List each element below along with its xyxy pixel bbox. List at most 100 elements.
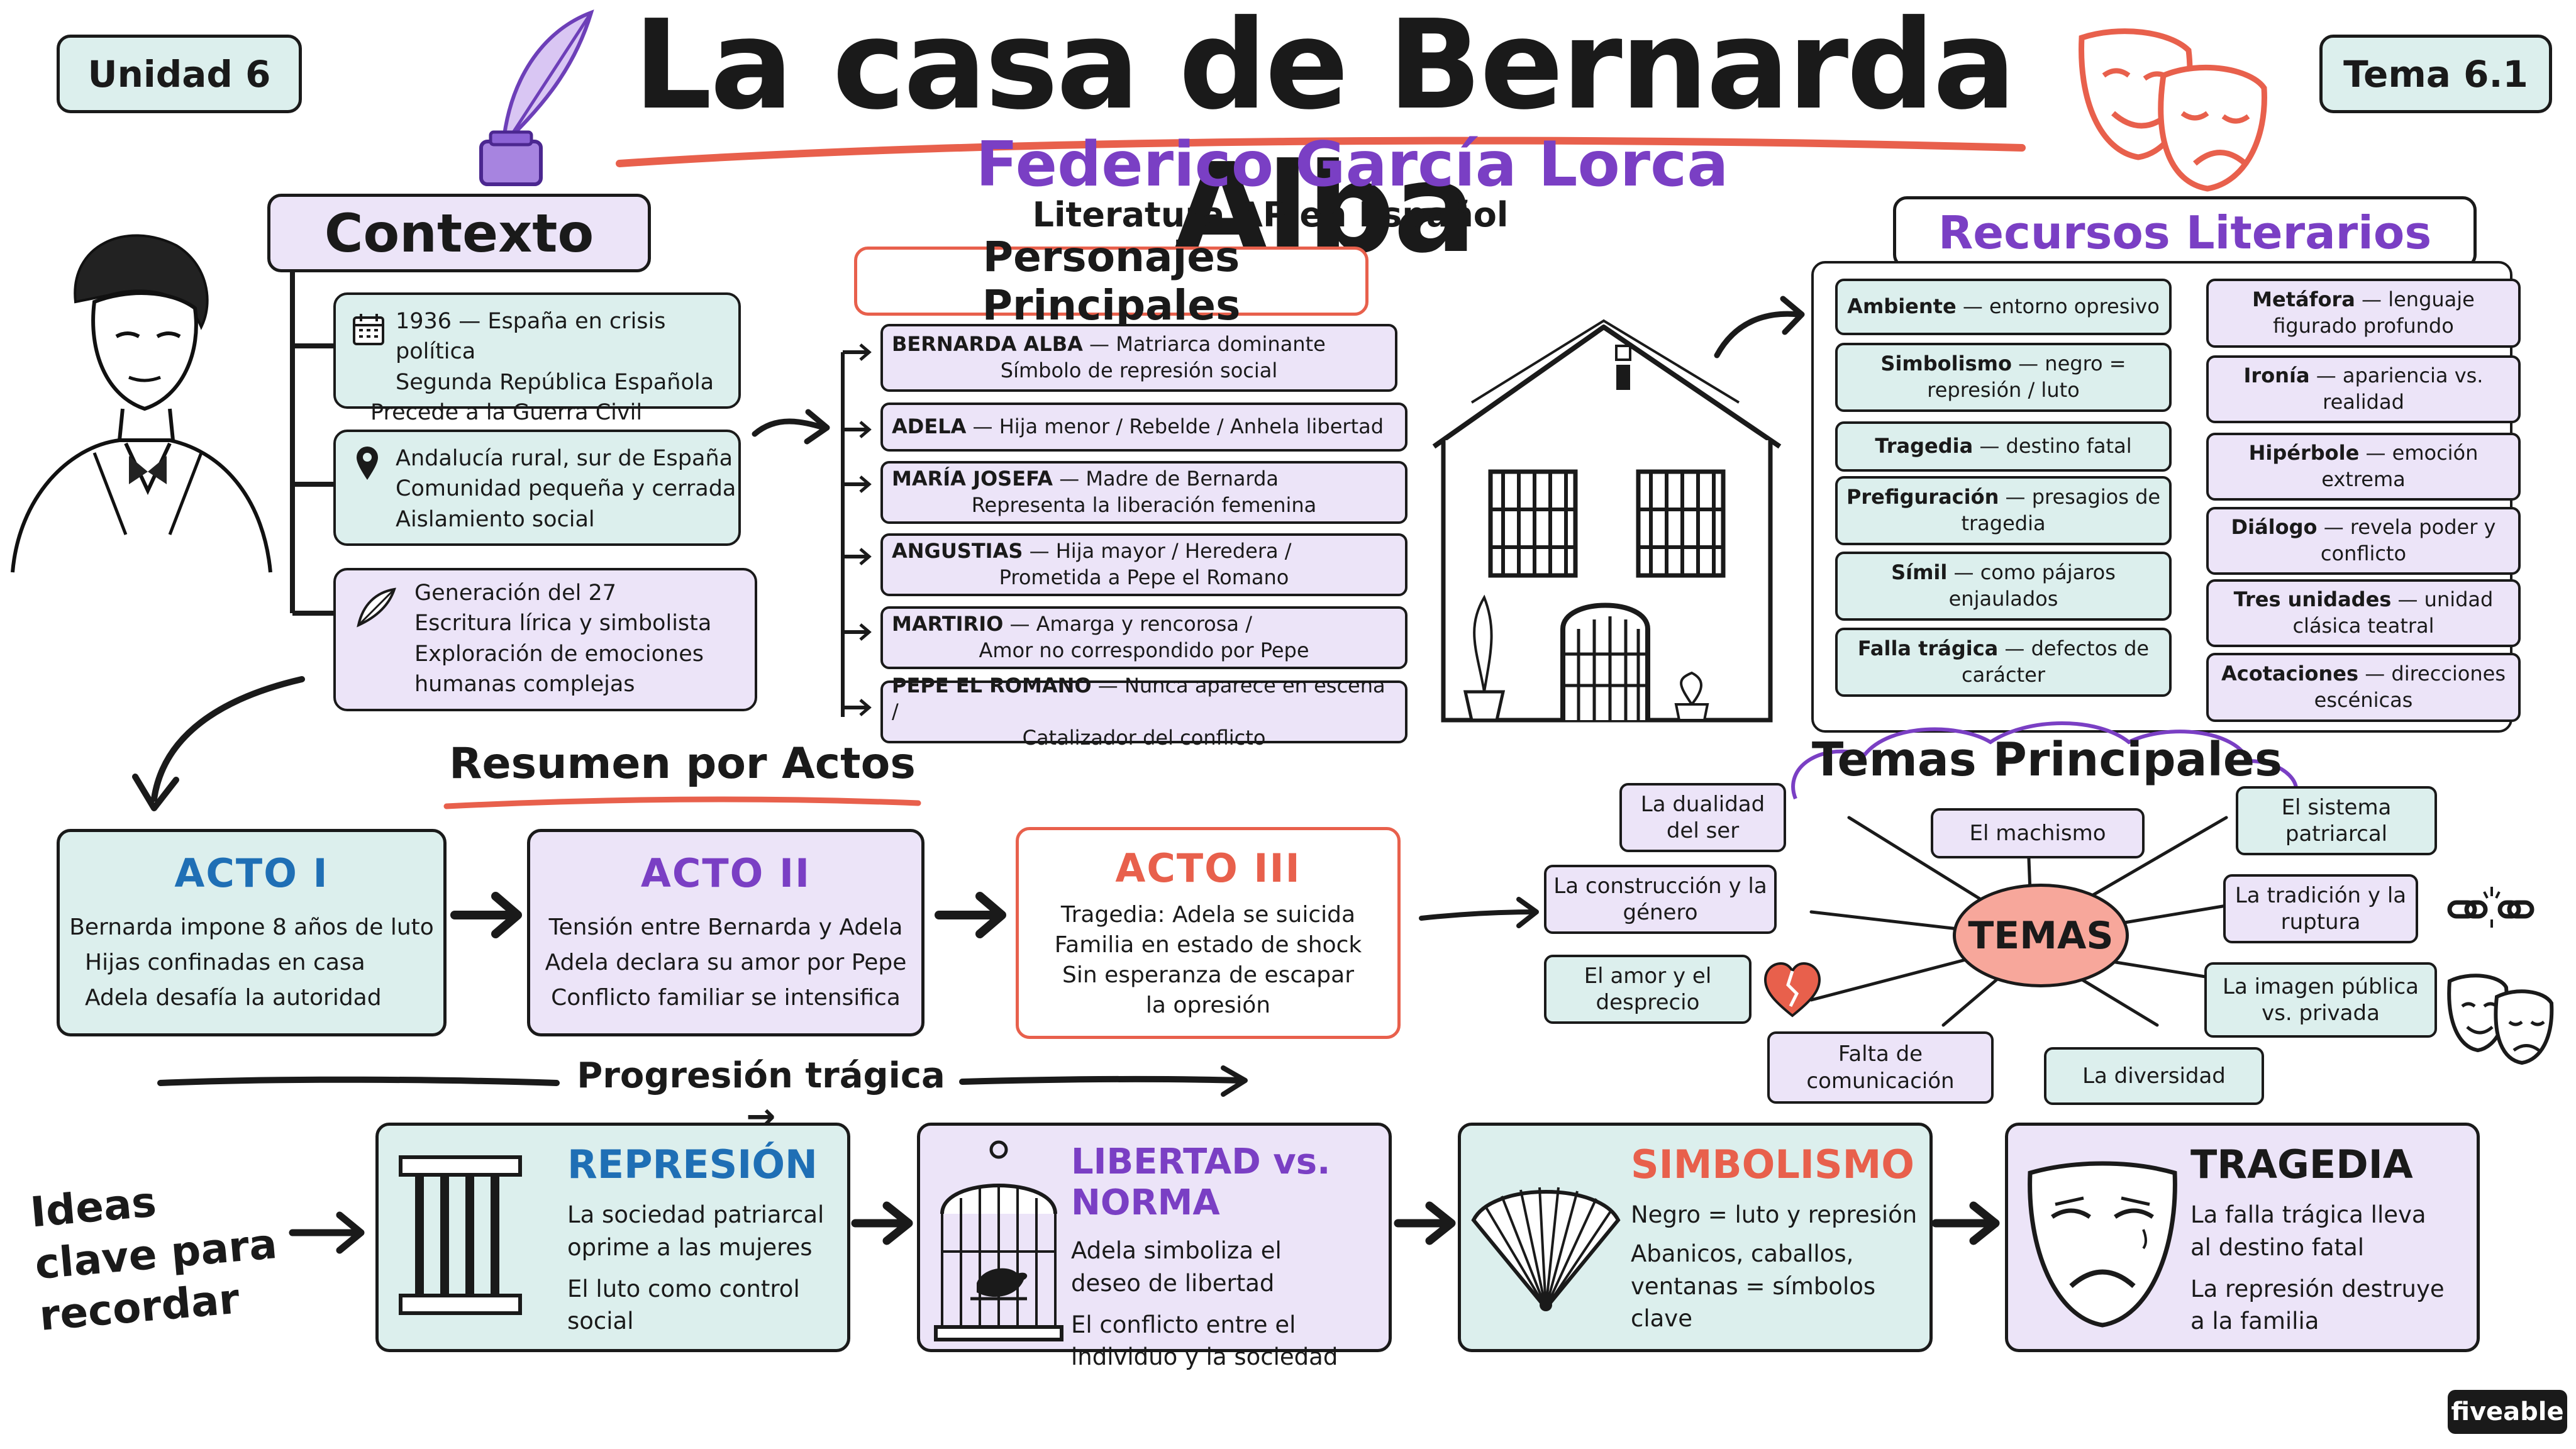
- tema-tradicion-ruptura: La tradición y la ruptura: [2223, 874, 2418, 943]
- idea-libertad-card: LIBERTAD vs. NORMA Adela simboliza el de…: [917, 1123, 1392, 1370]
- recurso-dialogo: Diálogo — revela poder y conflicto: [2206, 507, 2521, 575]
- recurso-ambiente-term: Ambiente: [1847, 294, 1957, 319]
- progression-line-right: [959, 1065, 1248, 1097]
- tema-amor-desprecio-label: El amor y el desprecio: [1584, 963, 1712, 1016]
- recursos-header: Recursos Literarios: [1893, 196, 2477, 269]
- arrow-ideas-represion: [289, 1211, 365, 1254]
- personajes-bracket: [841, 343, 872, 717]
- acto-3-line-4: la opresión: [1145, 992, 1271, 1018]
- acto-1-title: ACTO I: [174, 850, 329, 896]
- idea-simbolismo-line-2: Abanicos, caballos,: [1631, 1240, 1854, 1267]
- recurso-tres-unidades: Tres unidades — unidad clásica teatral: [2206, 579, 2521, 647]
- location-pin-icon: [357, 447, 378, 480]
- idea-libertad-line-3: El conflicto entre el: [1071, 1311, 1296, 1338]
- personaje-maria-josefa-desc: — Madre de Bernarda: [1053, 467, 1279, 491]
- personaje-adela-name: ADELA: [892, 414, 967, 439]
- recurso-ironia-term: Ironía: [2243, 364, 2310, 388]
- tema-construccion-genero: La construcción y la género: [1544, 865, 1777, 934]
- personaje-pepe-desc-2: Catalizador del conflicto: [1022, 725, 1266, 750]
- title-underline: [616, 136, 2026, 167]
- recurso-metafora: Metáfora — lenguaje figurado profundo: [2206, 279, 2521, 348]
- tema-dualidad: La dualidad del ser: [1619, 783, 1786, 852]
- acto-2-title: ACTO II: [640, 850, 811, 896]
- fan-icon: [1471, 1187, 1621, 1311]
- recurso-ambiente: Ambiente — entorno opresivo: [1835, 279, 2172, 335]
- recurso-falla-tragica-term: Falla trágica: [1857, 636, 1999, 661]
- acto-3-line-3: Sin esperanza de escapar: [1062, 962, 1354, 988]
- tema-sistema-patriarcal-label: El sistema patriarcal: [2281, 794, 2392, 847]
- contexto-item-2-line-1: Andalucía rural, sur de España: [396, 446, 733, 471]
- personaje-angustias-desc-2: Prometida a Pepe el Romano: [999, 565, 1289, 589]
- contexto-title: Contexto: [324, 202, 594, 264]
- idea-tragedia-line-1: La falla trágica lleva: [2190, 1201, 2426, 1228]
- personaje-adela-desc: — Hija menor / Rebelde / Anhela libertad: [966, 414, 1384, 439]
- brand-badge: fiveable: [2448, 1390, 2567, 1434]
- broken-chain-icon: [2447, 887, 2534, 928]
- personaje-martirio-desc-2: Amor no correspondido por Pepe: [979, 638, 1309, 662]
- recurso-tragedia: Tragedia — destino fatal: [1835, 421, 2172, 472]
- quill-ink-icon: [479, 9, 594, 186]
- idea-represion-line-3: El luto como control social: [567, 1275, 800, 1335]
- recurso-tragedia-desc: — destino fatal: [1973, 434, 2132, 458]
- recurso-ironia: Ironía — apariencia vs. realidad: [2206, 355, 2521, 423]
- acto-3-line-1: Tragedia: Adela se suicida: [1060, 902, 1356, 928]
- recurso-hiperbole: Hipérbole — emoción extrema: [2206, 433, 2521, 501]
- recursos-title: Recursos Literarios: [1938, 206, 2432, 259]
- temas-center: TEMAS: [1953, 884, 2129, 987]
- acto-3-title: ACTO III: [1115, 845, 1301, 891]
- lorca-portrait: [11, 234, 272, 573]
- masks-small-icon: [2447, 974, 2554, 1065]
- personaje-maria-josefa-desc-2: Representa la liberación femenina: [971, 493, 1317, 517]
- contexto-item-3-line-2: Escritura lírica y simbolista: [414, 611, 712, 636]
- contexto-item-2-line-3: Aislamiento social: [396, 506, 595, 532]
- personaje-bernarda-desc: — Matriarca dominante: [1082, 332, 1326, 357]
- personaje-angustias-name: ANGUSTIAS: [892, 539, 1023, 564]
- arrow-acto2-acto3: [935, 892, 1006, 938]
- temas-title: Temas Principales: [1811, 733, 2283, 787]
- recurso-acotaciones-term: Acotaciones: [2221, 662, 2359, 686]
- tema-machismo-label: El machismo: [1969, 820, 2106, 846]
- idea-represion-card: REPRESIÓN La sociedad patriarcal oprime …: [375, 1123, 850, 1352]
- recurso-acotaciones-desc: — direcciones escénicas: [2314, 662, 2506, 712]
- acto-2-line-2: Adela declara su amor por Pepe: [545, 949, 907, 975]
- recurso-simbolismo-term: Simbolismo: [1880, 352, 2012, 376]
- topic-label: Tema 6.1: [2343, 52, 2528, 96]
- personaje-maria-josefa-name: MARÍA JOSEFA: [892, 467, 1053, 491]
- contexto-tree-lines: [290, 270, 336, 616]
- personaje-adela: ADELA — Hija menor / Rebelde / Anhela li…: [880, 402, 1407, 452]
- personaje-bernarda-desc-2: Símbolo de represión social: [1000, 358, 1278, 382]
- prison-bars-icon: [399, 1155, 522, 1315]
- tema-construccion-genero-label: La construcción y la género: [1553, 873, 1767, 926]
- tema-imagen-publica-label: La imagen pública vs. privada: [2223, 974, 2419, 1026]
- recurso-falla-tragica-desc: — defectos de carácter: [1962, 636, 2150, 687]
- resumen-title: Resumen por Actos: [449, 739, 916, 789]
- idea-represion-title: REPRESIÓN: [567, 1141, 818, 1187]
- personaje-pepe: PEPE EL ROMANO — Nunca aparece en escena…: [880, 674, 1407, 750]
- personajes-header: Personajes Principales: [854, 233, 1368, 330]
- personajes-title: Personajes Principales: [982, 233, 1241, 330]
- tema-tradicion-ruptura-label: La tradición y la ruptura: [2235, 882, 2407, 935]
- idea-simbolismo-line-3: ventanas = símbolos: [1631, 1272, 1876, 1300]
- unit-label: Unidad 6: [87, 52, 271, 96]
- idea-tragedia-title: TRAGEDIA: [2190, 1141, 2413, 1187]
- tema-sistema-patriarcal: El sistema patriarcal: [2236, 786, 2437, 855]
- idea-tragedia-card: TRAGEDIA La falla trágica lleva al desti…: [2005, 1123, 2480, 1352]
- recurso-metafora-desc: — lenguaje figurado profundo: [2273, 287, 2475, 338]
- idea-libertad-title: LIBERTAD vs. NORMA: [1071, 1141, 1331, 1223]
- contexto-item-1: 1936 — España en crisis política Segunda…: [333, 292, 741, 455]
- ideas-label: Ideas clave para recordar: [28, 1177, 279, 1340]
- recurso-ironia-desc: — apariencia vs. realidad: [2309, 364, 2484, 414]
- resumen-underline: [443, 796, 921, 809]
- arrow-contexto-actos: [132, 676, 305, 811]
- contexto-header: Contexto: [267, 194, 651, 272]
- recurso-metafora-term: Metáfora: [2252, 287, 2355, 312]
- tema-falta-comunicacion: Falta de comunicación: [1767, 1031, 1994, 1104]
- recurso-prefiguracion-term: Prefiguración: [1846, 485, 1999, 509]
- tema-amor-desprecio: El amor y el desprecio: [1544, 955, 1752, 1024]
- personaje-martirio: MARTIRIO — Amarga y rencorosa / Amor no …: [880, 606, 1407, 669]
- personaje-pepe-name: PEPE EL ROMANO: [892, 673, 1092, 697]
- recurso-hiperbole-term: Hipérbole: [2248, 441, 2360, 465]
- recurso-hiperbole-desc: — emoción extrema: [2321, 441, 2479, 491]
- personaje-angustias-desc: — Hija mayor / Heredera /: [1023, 539, 1292, 564]
- contexto-item-3-line-3: Exploración de emociones: [414, 641, 704, 667]
